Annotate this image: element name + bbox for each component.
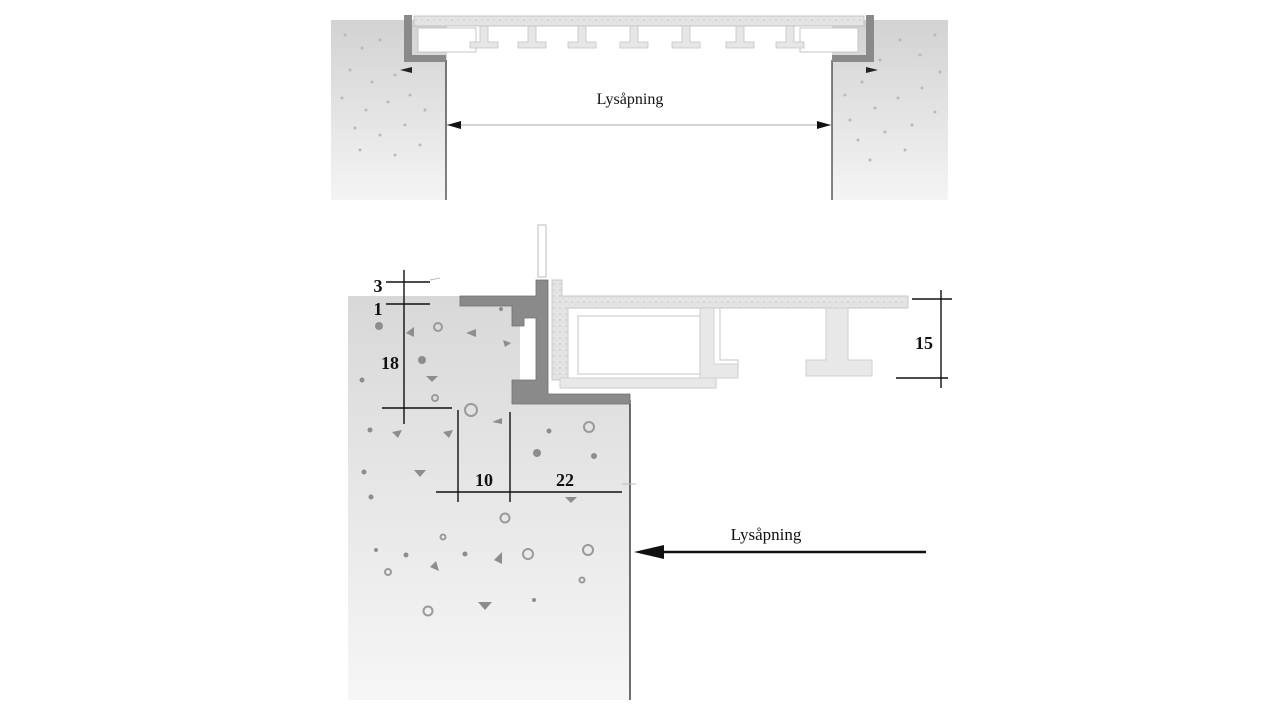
- left-gap-arrow: [400, 67, 412, 73]
- detail-aggregate: [359, 307, 597, 617]
- left-vertical-dimension: [382, 270, 452, 424]
- dim-18-label: 18: [381, 353, 399, 373]
- top-opening-label: Lysåpning: [597, 91, 664, 108]
- dim-22-label: 22: [556, 470, 574, 490]
- right-aggregate-dots: [843, 33, 942, 162]
- dim-3-label: 3: [374, 276, 383, 296]
- right-angle-profile: [832, 15, 874, 62]
- top-grating-lid: [413, 15, 865, 53]
- top-dim-arrow-right: [817, 121, 831, 129]
- bottom-horizontal-dimension: [436, 410, 622, 502]
- detail-rod: [537, 224, 547, 278]
- top-dim-arrow-left: [447, 121, 461, 129]
- detail-opening-label: Lysåpning: [731, 525, 802, 544]
- dim-10-label: 10: [475, 470, 493, 490]
- detail-opening-arrowhead: [634, 545, 664, 559]
- detail-section-drawing: 3 1 18 10 22 15 Lysåpning: [348, 224, 952, 700]
- detail-grating: [551, 279, 909, 389]
- dim-3-leader: [429, 277, 441, 281]
- right-gap-arrow: [866, 67, 878, 73]
- detail-concrete-block: [348, 296, 630, 700]
- detail-steel-profile: [459, 279, 631, 405]
- dim-15-label: 15: [915, 333, 933, 353]
- left-angle-profile: [404, 15, 446, 62]
- left-aggregate-dots: [340, 33, 427, 157]
- dim-1-label: 1: [374, 299, 383, 319]
- top-section-drawing: Lysåpning: [331, 15, 948, 200]
- right-vertical-dimension: [896, 290, 952, 388]
